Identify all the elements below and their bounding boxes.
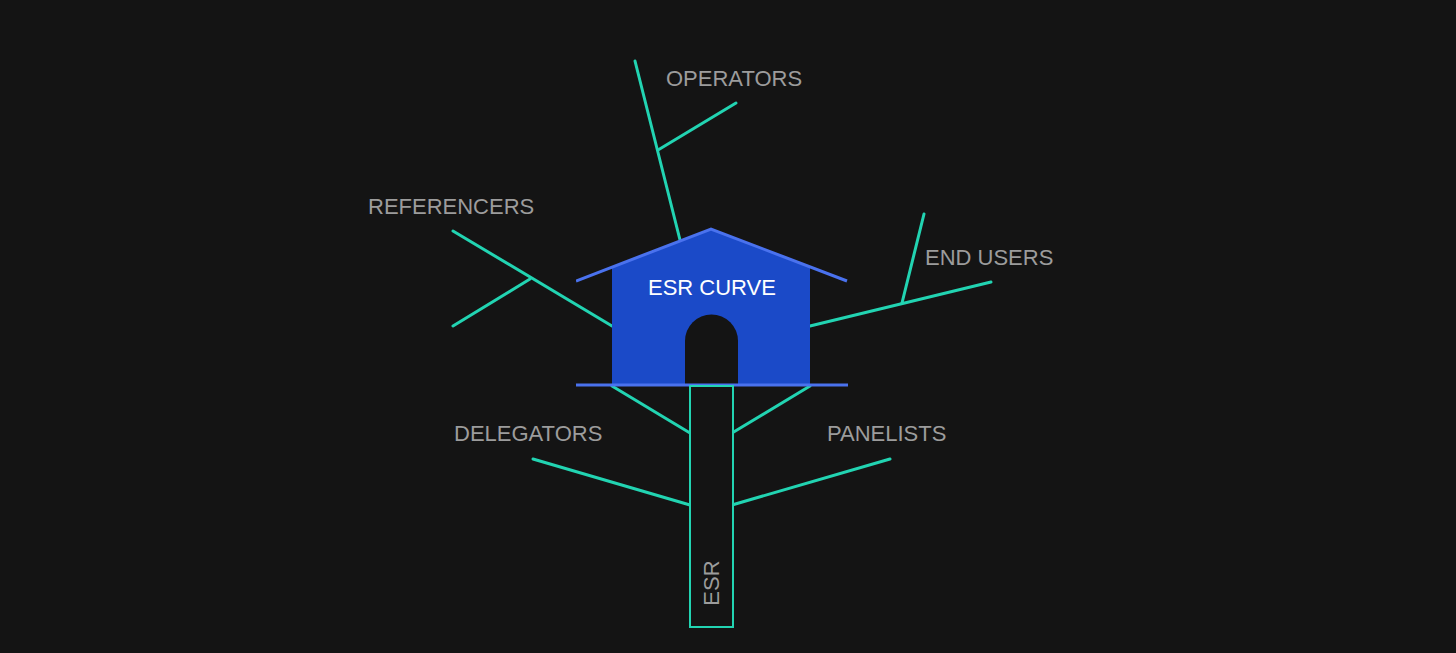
house-label: ESR CURVE (648, 275, 776, 301)
branch (732, 459, 890, 505)
branch-label: PANELISTS (827, 421, 946, 447)
branch-label: REFERENCERS (368, 194, 534, 220)
branch (732, 386, 810, 433)
treehouse-node: ESR CURVE (576, 227, 848, 388)
branch-label: DELEGATORS (454, 421, 602, 447)
branch-label: END USERS (925, 245, 1053, 271)
house-door (685, 315, 738, 386)
house-shape (576, 227, 848, 388)
branch-label: OPERATORS (666, 66, 802, 92)
house-body (612, 229, 810, 385)
branch (533, 459, 690, 505)
branch (810, 282, 991, 326)
branch (902, 214, 924, 303)
branch (453, 279, 530, 326)
branch (453, 231, 612, 326)
trunk-node: ESR (689, 385, 734, 628)
house-roof (576, 229, 847, 281)
branch (658, 103, 736, 150)
branch (612, 386, 690, 433)
trunk-label: ESR (699, 560, 725, 605)
